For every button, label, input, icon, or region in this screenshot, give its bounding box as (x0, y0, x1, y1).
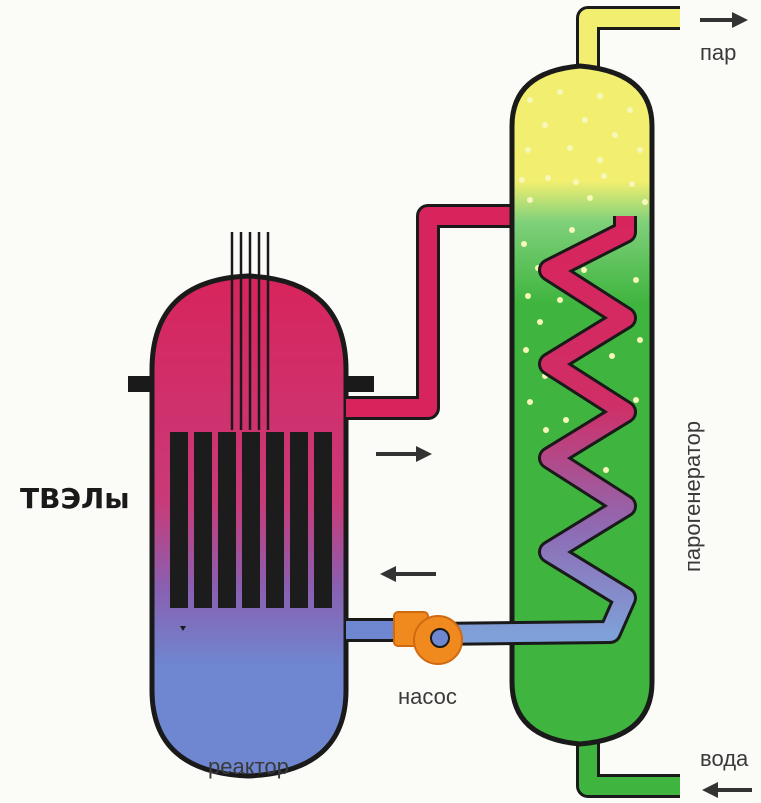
arrow-right-icon (700, 12, 748, 28)
fuel-rod (266, 432, 284, 608)
fuel-rods-label: ТВЭЛы (20, 482, 130, 515)
arrow-left-icon (380, 566, 436, 582)
steam-generator (429, 6, 680, 798)
fuel-rod (314, 432, 332, 608)
fuel-rod (290, 432, 308, 608)
water-label: вода (700, 746, 749, 771)
heat-exchanger-coil (429, 216, 637, 646)
arrow-right-icon (376, 446, 432, 462)
control-rods (230, 232, 270, 430)
steam-generator-label: парогенератор (680, 421, 705, 572)
pump-hub (430, 628, 450, 648)
fuel-rod (170, 432, 188, 608)
pump-label: насос (398, 684, 457, 709)
arrow-left-icon (702, 782, 752, 798)
fuel-rod (218, 432, 236, 608)
fuel-rod (242, 432, 260, 608)
reactor-vessel (128, 232, 374, 779)
pump (393, 611, 463, 665)
fuel-rod (194, 432, 212, 608)
steam-label: пар (700, 40, 736, 65)
reactor-label: реактор (208, 754, 289, 779)
reactor-marker (180, 626, 186, 631)
fuel-rods (170, 432, 332, 608)
